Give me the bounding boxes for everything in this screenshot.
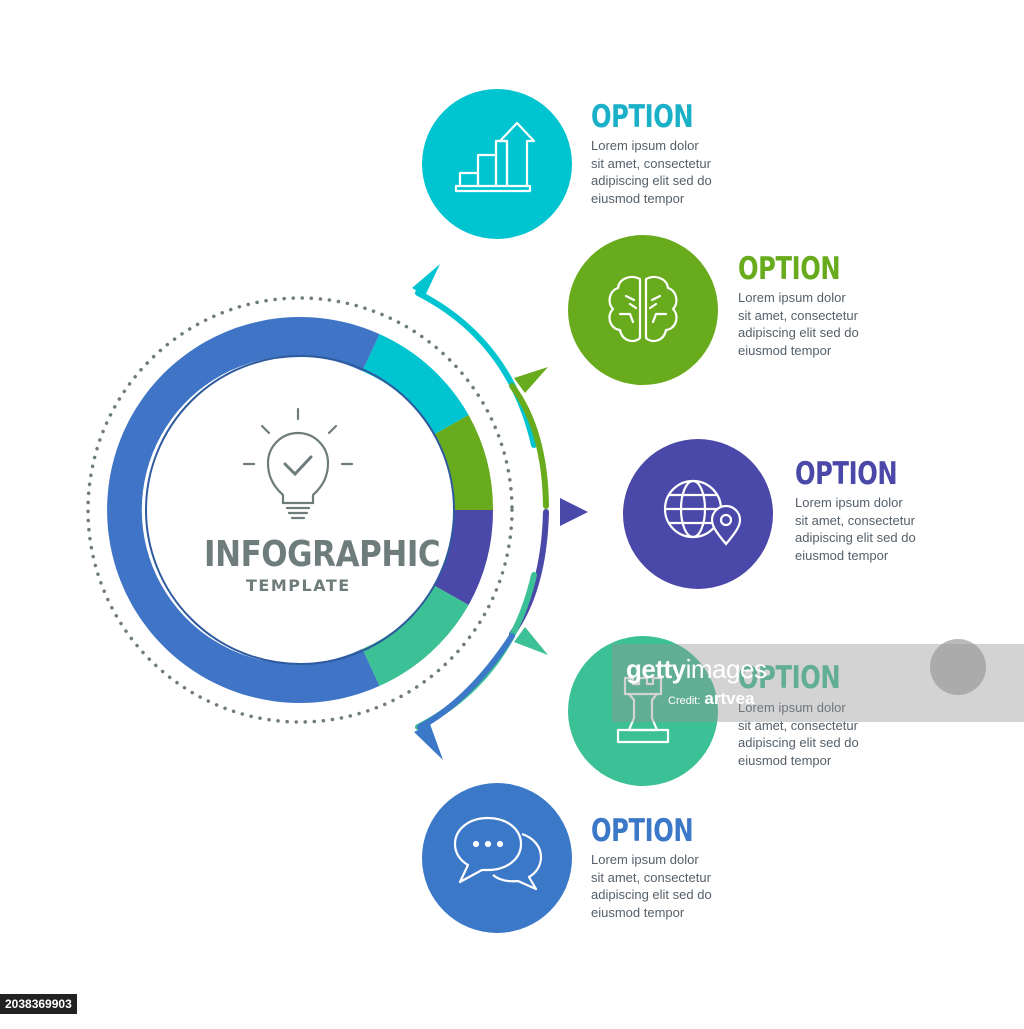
option-5-line-2: sit amet, consectetur: [591, 869, 711, 885]
option-2-text: Lorem ipsum dolor sit amet, consectetur …: [738, 289, 908, 359]
chess-rook-icon: [616, 676, 670, 744]
option-4-line-4: eiusmod tempor: [738, 752, 832, 768]
option-circle-2: [568, 235, 718, 385]
watermark-band: [612, 644, 1024, 722]
option-5-line-3: adipiscing elit sed do: [591, 887, 712, 902]
option-3-text: Lorem ipsum dolor sit amet, consectetur …: [795, 494, 965, 564]
option-1-line-4: eiusmod tempor: [591, 190, 685, 206]
stock-id: 2038369903: [0, 994, 77, 1014]
arrow-indigo-icon: [560, 498, 588, 526]
brain-icon: [608, 275, 678, 343]
center-subtitle: TEMPLATE: [246, 576, 351, 595]
arrow-mint-icon: [514, 627, 548, 655]
arrow-teal-icon: [412, 264, 440, 296]
center-title: INFOGRAPHIC: [204, 534, 441, 575]
option-4-text: Lorem ipsum dolor sit amet, consectetur …: [738, 699, 908, 769]
ring-segments: [362, 334, 494, 686]
inner-ring-edge: [145, 355, 455, 665]
globe-location-icon: [663, 479, 742, 546]
option-4-line-3: adipiscing elit sed do: [738, 735, 859, 750]
dotted-outer-arc: [86, 296, 514, 724]
watermark-brand: gettyimages: [626, 654, 767, 685]
watermark-brand-rest: images: [685, 654, 767, 684]
watermark-circle: [930, 639, 986, 695]
option-3-line-3: adipiscing elit sed do: [795, 530, 916, 545]
center-disc: [148, 358, 452, 662]
option-5-title: OPTION: [591, 813, 694, 849]
option-4-title: OPTION: [738, 660, 841, 696]
option-4-line-1: Lorem ipsum dolor: [738, 700, 846, 715]
watermark-author: artvea: [704, 689, 755, 708]
option-1-line-2: sit amet, consectetur: [591, 155, 711, 171]
arrow-green-icon: [514, 367, 548, 393]
option-5-text: Lorem ipsum dolor sit amet, consectetur …: [591, 851, 761, 921]
option-1-text: Lorem ipsum dolor sit amet, consectetur …: [591, 137, 761, 207]
option-2-line-2: sit amet, consectetur: [738, 307, 858, 323]
option-1-line-3: adipiscing elit sed do: [591, 173, 712, 188]
watermark-credit: Credit:artvea: [668, 689, 755, 709]
main-ring: [107, 317, 380, 704]
option-circle-4: [568, 636, 718, 786]
option-circle-5: [422, 783, 572, 933]
option-1-title: OPTION: [591, 99, 694, 135]
watermark-brand-bold: getty: [626, 654, 686, 684]
chat-bubbles-icon: [453, 816, 543, 891]
option-2-line-1: Lorem ipsum dolor: [738, 290, 846, 305]
option-2-line-4: eiusmod tempor: [738, 342, 832, 358]
segment-green: [434, 415, 494, 510]
option-3-title: OPTION: [795, 456, 898, 492]
option-4-line-2: sit amet, consectetur: [738, 717, 858, 733]
option-3-line-2: sit amet, consectetur: [795, 512, 915, 528]
option-circle-3: [623, 439, 773, 589]
connector-indigo: [509, 509, 549, 637]
option-3-line-4: eiusmod tempor: [795, 547, 889, 563]
growth-chart-icon: [454, 121, 536, 193]
arrow-blue-icon: [414, 724, 443, 760]
option-2-title: OPTION: [738, 251, 841, 287]
segment-teal: [362, 334, 469, 435]
connector-green: [509, 383, 549, 509]
connector-blue: [417, 633, 515, 730]
lightbulb-check-icon: [242, 407, 354, 520]
arrowheads: [412, 264, 588, 760]
option-1-line-1: Lorem ipsum dolor: [591, 138, 699, 153]
option-3-line-1: Lorem ipsum dolor: [795, 495, 903, 510]
segment-indigo: [434, 510, 494, 605]
option-5-line-4: eiusmod tempor: [591, 904, 685, 920]
option-2-line-3: adipiscing elit sed do: [738, 325, 859, 340]
watermark-credit-label: Credit:: [668, 695, 701, 707]
option-5-line-1: Lorem ipsum dolor: [591, 852, 699, 867]
connector-teal: [415, 290, 537, 448]
segment-mint: [362, 585, 469, 686]
